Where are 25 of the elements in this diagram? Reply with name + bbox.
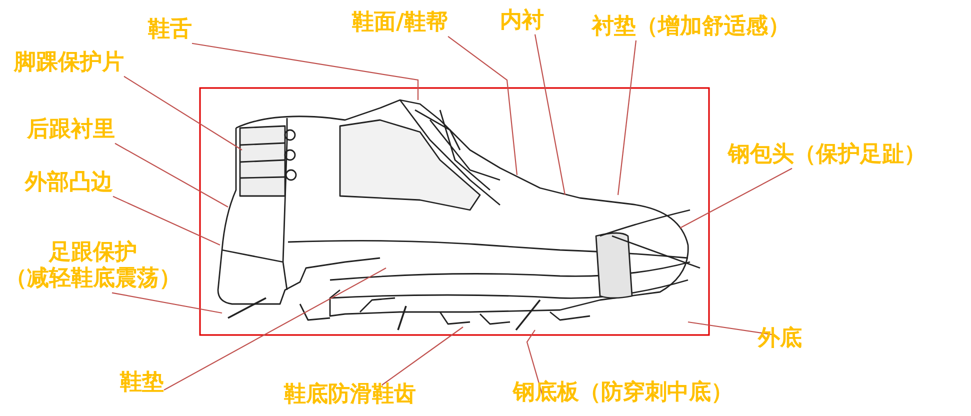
part-label: 外底 (758, 326, 802, 352)
part-label: 后跟衬里 (27, 117, 115, 144)
part-label: 钢包头（保护足趾） (728, 142, 926, 168)
leader-line (124, 76, 242, 150)
leader-line (164, 268, 386, 390)
leader-line (534, 34, 566, 196)
part-label: 鞋面/鞋帮 (352, 10, 448, 36)
leader-line (617, 40, 637, 196)
part-label: 衬垫（增加舒适感） (592, 14, 790, 40)
leader-line (680, 168, 792, 228)
part-label: 鞋垫 (120, 370, 164, 396)
part-label: 外部凸边 (25, 170, 113, 196)
part-label: 内衬 (500, 8, 544, 34)
part-label: 脚踝保护片 (14, 50, 124, 76)
part-label: 足跟保护 (48, 240, 138, 266)
leader-line (112, 196, 220, 246)
leader-line (382, 326, 464, 386)
part-label: （减轻鞋底震荡） (5, 266, 181, 293)
leader-line (192, 42, 419, 100)
leader-line (448, 36, 518, 176)
part-label: 鞋底防滑鞋齿 (284, 382, 416, 408)
part-label: 鞋舌 (148, 17, 192, 44)
leader-line (112, 292, 222, 314)
part-label: 钢底板（防穿刺中底） (513, 380, 733, 406)
leader-line (114, 142, 228, 208)
